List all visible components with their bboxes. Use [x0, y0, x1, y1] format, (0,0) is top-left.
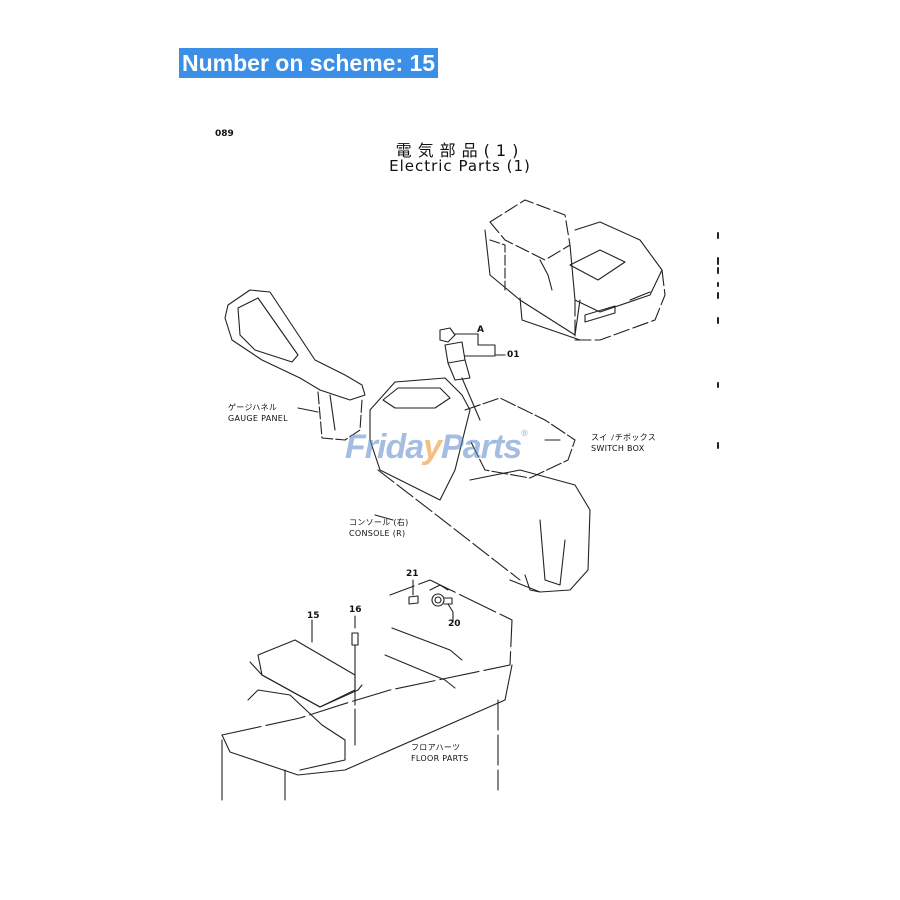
- gauge-panel-drawing: [224, 289, 366, 441]
- gauge-panel-label-en: GAUGE PANEL: [228, 414, 288, 423]
- switch-box-label-en: SWITCH BOX: [591, 444, 645, 453]
- diagram-title-en: Electric Parts (1): [389, 157, 531, 175]
- key-switch-drawing: [439, 327, 506, 421]
- callout-a: A: [477, 325, 484, 335]
- console-label: コンソール (右) CONSOLE (R): [349, 517, 409, 539]
- console-leader: [374, 514, 394, 521]
- switch-box-label: スイ ﾉチボックス SWITCH BOX: [591, 432, 656, 454]
- part-20-21-drawing: [408, 579, 454, 623]
- watermark-logo: FridayParts®: [345, 428, 528, 466]
- gauge-leader: [297, 407, 319, 413]
- console-label-en: CONSOLE (R): [349, 529, 406, 538]
- floor-parts-label: フロアハーツ FLOOR PARTS: [411, 742, 469, 764]
- callout-20: 20: [448, 619, 461, 629]
- gauge-panel-label: ゲージハネル GAUGE PANEL: [228, 402, 288, 424]
- floor-parts-label-en: FLOOR PARTS: [411, 754, 469, 763]
- scheme-number-label: Number on scheme: 15: [179, 48, 439, 78]
- gauge-panel-label-jp: ゲージハネル: [228, 403, 278, 412]
- floor-parts-drawing: [221, 579, 513, 801]
- part-15-drawing: [249, 619, 363, 708]
- console-drawing: [369, 377, 591, 593]
- callout-15: 15: [307, 611, 320, 621]
- console-label-jp: コンソール (右): [349, 518, 409, 527]
- callout-01: 01: [507, 350, 520, 360]
- diagram-title-jp: 電気部品(1): [395, 141, 525, 160]
- part-16-drawing: [351, 615, 359, 746]
- floor-parts-label-jp: フロアハーツ: [411, 743, 461, 752]
- callout-21: 21: [406, 569, 419, 579]
- page-code: 089: [215, 129, 234, 139]
- callout-16: 16: [349, 605, 362, 615]
- switch-box-label-jp: スイ ﾉチボックス: [591, 433, 657, 442]
- excavator-overview: [484, 199, 666, 341]
